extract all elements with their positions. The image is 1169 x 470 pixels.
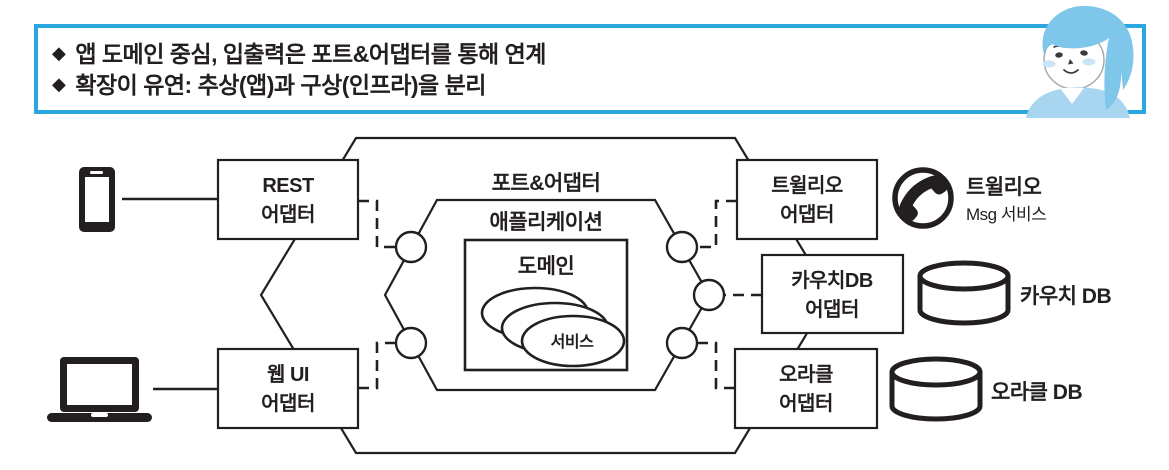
couchdb-cylinder-icon — [917, 260, 1011, 326]
couchdb-adapter-box: 카우치DB 어댑터 — [760, 253, 905, 335]
blush-right — [1082, 58, 1096, 66]
callout-item-1: ◆ 앱 도메인 중심, 입출력은 포트&어댑터를 통해 연계 — [52, 40, 1142, 68]
smartphone-icon — [79, 167, 115, 232]
blush-left — [1042, 60, 1056, 68]
callout-item-2: ◆ 확장이 유연: 추상(앱)과 구상(인프라)을 분리 — [52, 71, 1142, 99]
eye-right — [1080, 50, 1088, 56]
oracledb-label: 오라클 DB — [991, 381, 1082, 404]
oracle-adapter-line2: 어댑터 — [779, 392, 833, 415]
twilio-service-title: 트윌리오 — [966, 176, 1041, 199]
port-circle-left-bottom — [394, 326, 428, 360]
webui-port-connector — [358, 341, 398, 390]
key-points-callout: ◆ 앱 도메인 중심, 입출력은 포트&어댑터를 통해 연계 ◆ 확장이 유연:… — [34, 24, 1146, 114]
eye-left — [1055, 52, 1063, 58]
service-ellipse-front — [520, 314, 626, 368]
webui-adapter-box: 웹 UI 어댑터 — [216, 347, 360, 430]
webui-adapter-line1: 웹 UI — [267, 363, 309, 386]
port-circle-right-top — [665, 230, 699, 264]
oracle-adapter-box: 오라클 어댑터 — [733, 347, 879, 430]
diamond-bullet-icon: ◆ — [52, 42, 66, 63]
oracle-port-connector — [696, 341, 735, 390]
couchdb-adapter-line2: 어댑터 — [805, 298, 859, 321]
diamond-bullet-icon: ◆ — [52, 73, 66, 94]
rest-adapter-line2: 어댑터 — [261, 203, 315, 226]
oracle-cylinder-icon — [889, 356, 983, 422]
inner-hexagon-label: 애플리케이션 — [490, 211, 603, 234]
nose — [1068, 59, 1074, 65]
callout-text-2: 확장이 유연: 추상(앱)과 구상(인프라)을 분리 — [75, 71, 486, 98]
collar — [1060, 88, 1084, 104]
inner-hexagon — [383, 198, 711, 392]
couchdb-label: 카우치 DB — [1020, 285, 1111, 308]
twilio-port-connector — [696, 199, 737, 249]
character-hair — [1042, 5, 1134, 110]
rest-adapter-box: REST 어댑터 — [216, 158, 360, 241]
port-circle-right-bottom — [665, 326, 699, 360]
twilio-adapter-line1: 트윌리오 — [771, 174, 843, 197]
outer-hexagon — [259, 136, 832, 455]
twilio-adapter-box: 트윌리오 어댑터 — [735, 158, 879, 241]
port-circle-right-middle — [692, 278, 726, 312]
twilio-adapter-line2: 어댑터 — [780, 203, 834, 226]
assistant-character-illustration — [1026, 5, 1134, 118]
rest-adapter-line1: REST — [262, 175, 314, 197]
outer-hexagon-label: 포트&어댑터 — [492, 172, 601, 195]
rest-port-connector — [358, 199, 398, 249]
callout-text-1: 앱 도메인 중심, 입출력은 포트&어댑터를 통해 연계 — [75, 40, 546, 67]
service-label: 서비스 — [551, 333, 594, 351]
character-body — [1026, 87, 1130, 118]
laptop-icon — [47, 357, 152, 422]
domain-label: 도메인 — [518, 255, 574, 278]
oracle-adapter-line1: 오라클 — [779, 363, 833, 386]
twilio-service-subtitle: Msg 서비스 — [966, 205, 1046, 224]
port-circle-left-top — [394, 230, 428, 264]
mouth-smile — [1063, 69, 1079, 74]
twilio-phone-circle-icon — [892, 167, 954, 229]
couchdb-adapter-line1: 카우치DB — [791, 269, 873, 292]
webui-adapter-line2: 어댑터 — [261, 392, 315, 415]
